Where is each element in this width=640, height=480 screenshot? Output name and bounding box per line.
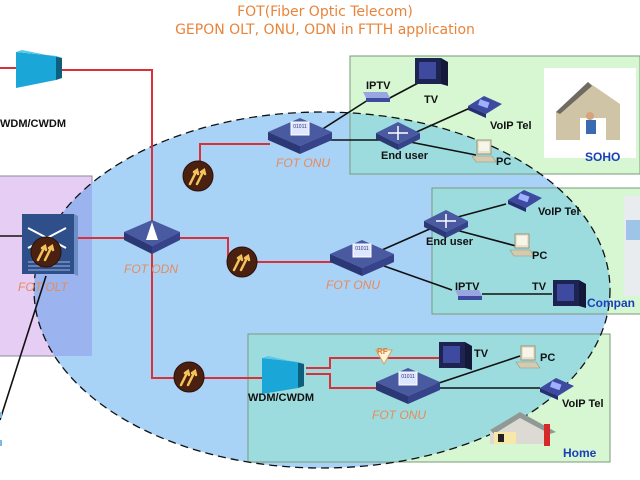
wdm-top-device bbox=[16, 50, 62, 88]
wdm-home-device bbox=[262, 356, 304, 394]
company-voip-label: VoIP Tel bbox=[538, 206, 580, 218]
splitter-icon bbox=[172, 360, 206, 394]
olt-device bbox=[22, 214, 78, 276]
diagram-title: FOT(Fiber Optic Telecom) bbox=[237, 4, 413, 20]
odn-boundary bbox=[33, 111, 611, 469]
company-end-user-label: End user bbox=[426, 236, 474, 248]
copper-links bbox=[0, 81, 552, 421]
edge-marker bbox=[0, 440, 2, 446]
soho-voip-label: VoIP Tel bbox=[490, 120, 532, 132]
soho-pc-label: PC bbox=[496, 156, 512, 168]
soho-house-image bbox=[544, 68, 636, 158]
company-pc-label: PC bbox=[532, 250, 548, 262]
home-site-label: Home bbox=[563, 446, 597, 460]
company-site-label: Compan bbox=[587, 296, 635, 310]
home-pc-label: PC bbox=[540, 352, 556, 364]
home-house-image bbox=[490, 412, 556, 446]
company-building-image bbox=[624, 196, 640, 296]
tv-icon bbox=[553, 280, 586, 308]
rf-label: RF bbox=[377, 347, 388, 356]
onu-company-label: FOT ONU bbox=[326, 278, 380, 292]
soho-tv-label: TV bbox=[424, 94, 439, 106]
iptv-box-icon bbox=[363, 92, 390, 102]
onu-home-label: FOT ONU bbox=[372, 408, 426, 422]
olt-label: FOT OLT bbox=[18, 280, 68, 294]
odn-device bbox=[124, 220, 180, 254]
diagram-subtitle: GEPON OLT, ONU, ODN in FTTH application bbox=[175, 22, 475, 38]
soho-iptv-label: IPTV bbox=[366, 80, 391, 92]
home-tv-label: TV bbox=[474, 348, 489, 360]
rf-amplifier-icon bbox=[375, 349, 393, 366]
splitter-icon bbox=[225, 245, 259, 279]
splitter-icon bbox=[181, 159, 215, 193]
home-voip-label: VoIP Tel bbox=[562, 398, 604, 410]
soho-end-user-label: End user bbox=[381, 150, 429, 162]
tv-icon bbox=[415, 58, 448, 86]
tv-icon bbox=[439, 342, 472, 370]
company-tv-label: TV bbox=[532, 281, 547, 293]
edge-marker bbox=[0, 412, 2, 418]
onu-soho-label: FOT ONU bbox=[276, 156, 330, 170]
odn-label: FOT ODN bbox=[124, 262, 178, 276]
wdm-top-label: WDM/CWDM bbox=[0, 118, 66, 130]
wdm-home-label: WDM/CWDM bbox=[248, 392, 314, 404]
company-iptv-label: IPTV bbox=[455, 281, 480, 293]
soho-site-label: SOHO bbox=[585, 150, 621, 164]
